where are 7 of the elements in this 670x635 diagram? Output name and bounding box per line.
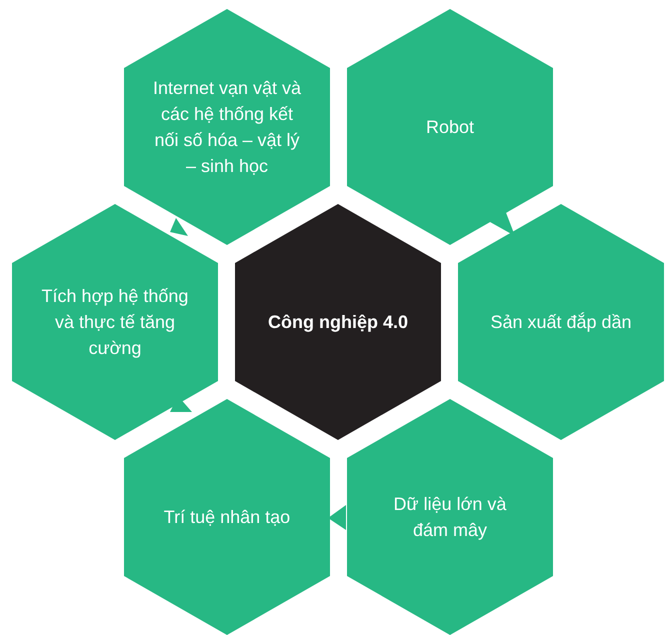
- node-text: Tích hợp hệ thống và thực tế tăng cường: [40, 284, 190, 360]
- node-text: Dữ liệu lớn và đám mây: [392, 492, 508, 542]
- node-text: Trí tuệ nhân tạo: [162, 506, 292, 529]
- node-text: Sản xuất đắp dần: [489, 310, 633, 334]
- node-text: Robot: [424, 116, 476, 139]
- node-text: Internet vạn vật và các hệ thống kết nối số hóa – vật lý – sinh học: [152, 76, 302, 178]
- node-text: Công nghiệp 4.0: [266, 310, 409, 334]
